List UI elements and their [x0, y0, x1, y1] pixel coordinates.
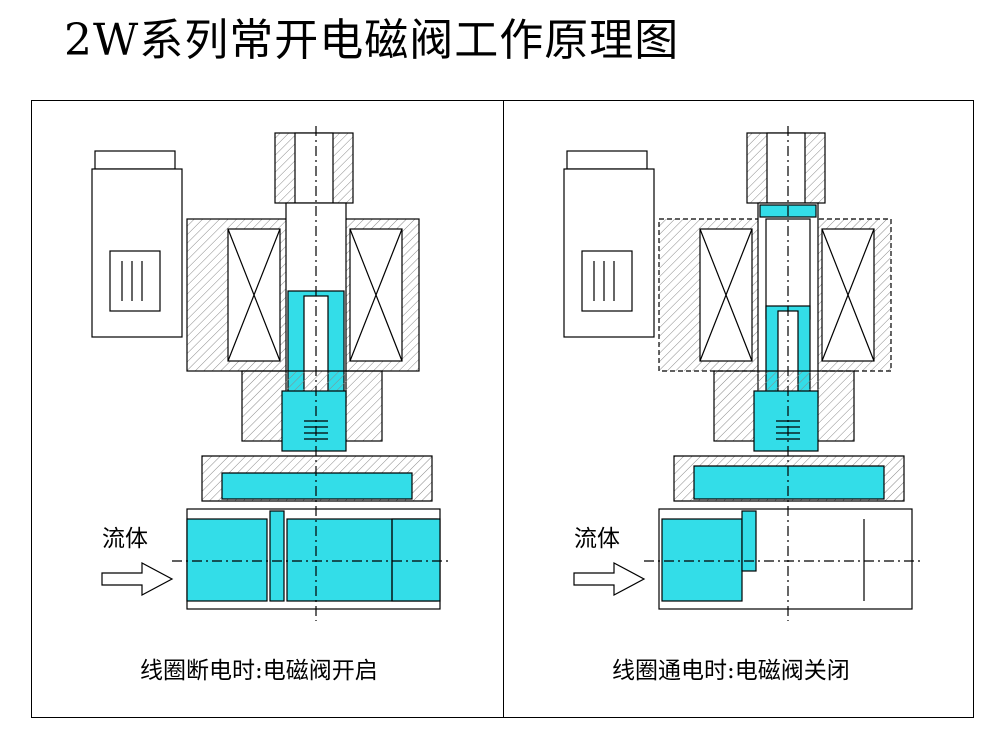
fluid-chamber [693, 465, 885, 500]
panel-divider [503, 101, 504, 717]
valve-open-drawing [91, 126, 452, 621]
fluid-chamber [221, 472, 413, 500]
connector-cap [566, 150, 648, 170]
caption-closed: 线圈通电时:电磁阀关闭 [612, 658, 850, 684]
page-title: 2W系列常开电磁阀工作原理图 [64, 15, 680, 66]
caption-open: 线圈断电时:电磁阀开启 [140, 658, 378, 684]
panel-open: 流体 线圈断电时:电磁阀开启 [32, 101, 503, 717]
flow-arrow [573, 562, 646, 596]
flow-label: 流体 [574, 526, 620, 552]
fluid-inlet [186, 518, 268, 602]
diagram-frame: 流体 线圈断电时:电磁阀开启 [31, 100, 974, 718]
connector-terminal [581, 250, 633, 312]
flow-label: 流体 [102, 526, 148, 552]
connector-terminal [109, 250, 161, 312]
connector-cap [94, 150, 176, 170]
flow-arrow [101, 562, 174, 596]
valve-closed-drawing [563, 126, 924, 621]
panel-closed: 流体 线圈通电时:电磁阀关闭 [504, 101, 975, 717]
fluid-inlet [661, 518, 743, 602]
